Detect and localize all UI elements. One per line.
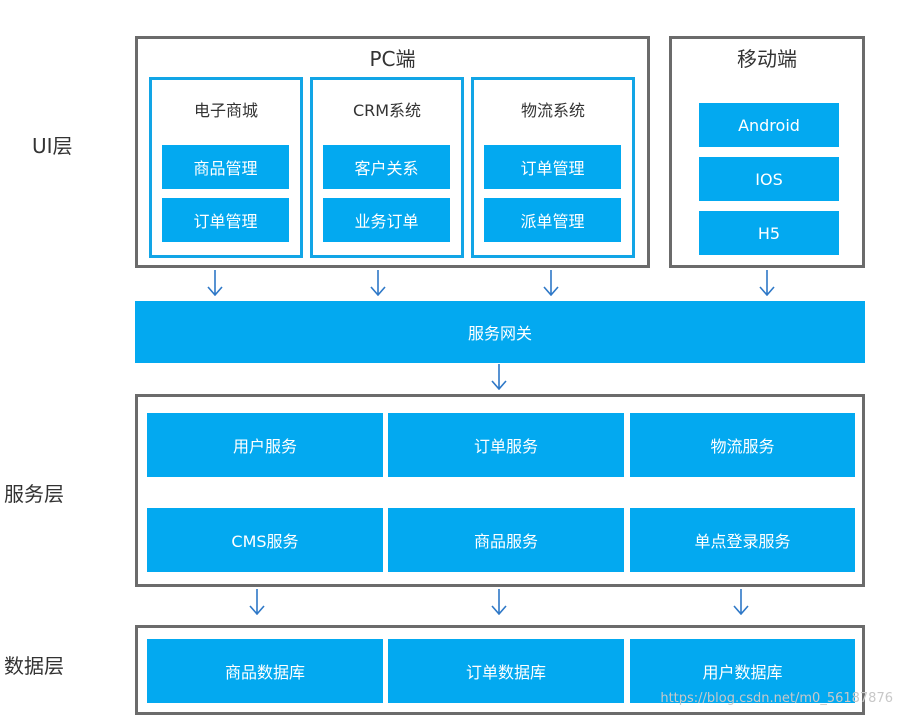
pc-group-logistics: 物流系统 订单管理 派单管理 <box>471 77 635 258</box>
box-ios: IOS <box>699 157 839 201</box>
gateway-box: 服务网关 <box>135 301 865 363</box>
box-h5: H5 <box>699 211 839 255</box>
box-order-management: 订单管理 <box>484 145 621 189</box>
box-logistics-service: 物流服务 <box>630 413 855 477</box>
box-user-db: 用户数据库 <box>630 639 855 703</box>
box-cms-service: CMS服务 <box>147 508 383 572</box>
mobile-title: 移动端 <box>737 47 797 71</box>
arrow-down-icon <box>491 589 507 615</box>
arrow-down-icon <box>249 589 265 615</box>
mobile-frame: 移动端 Android IOS H5 <box>669 36 865 268</box>
box-order-management: 订单管理 <box>162 198 289 242</box>
layer-label-ui: UI层 <box>32 134 73 158</box>
service-frame: 用户服务 订单服务 物流服务 CMS服务 商品服务 单点登录服务 <box>135 394 865 587</box>
data-frame: 商品数据库 订单数据库 用户数据库 <box>135 625 865 715</box>
box-android: Android <box>699 103 839 147</box>
group-title: CRM系统 <box>352 101 422 120</box>
arrow-down-icon <box>543 270 559 296</box>
box-product-db: 商品数据库 <box>147 639 383 703</box>
box-order-service: 订单服务 <box>388 413 624 477</box>
arrow-down-icon <box>733 589 749 615</box>
layer-label-service: 服务层 <box>4 482 64 506</box>
pc-frame: PC端 电子商城 商品管理 订单管理 CRM系统 客户关系 业务订单 物流系统 … <box>135 36 650 268</box>
group-title: 物流系统 <box>520 101 585 120</box>
layer-label-data: 数据层 <box>4 654 64 678</box>
box-product-management: 商品管理 <box>162 145 289 189</box>
arrow-down-icon <box>759 270 775 296</box>
box-dispatch-management: 派单管理 <box>484 198 621 242</box>
arrow-down-icon <box>491 364 507 390</box>
box-business-orders: 业务订单 <box>323 198 450 242</box>
group-title: 电子商城 <box>193 101 258 120</box>
box-user-service: 用户服务 <box>147 413 383 477</box>
arrow-down-icon <box>207 270 223 296</box>
pc-title: PC端 <box>369 47 416 71</box>
box-order-db: 订单数据库 <box>388 639 624 703</box>
box-product-service: 商品服务 <box>388 508 624 572</box>
pc-group-ecommerce: 电子商城 商品管理 订单管理 <box>149 77 303 258</box>
watermark-text: https://blog.csdn.net/m0_56187876 <box>660 691 893 706</box>
arrow-down-icon <box>370 270 386 296</box>
box-sso-service: 单点登录服务 <box>630 508 855 572</box>
pc-group-crm: CRM系统 客户关系 业务订单 <box>310 77 464 258</box>
box-customer-relations: 客户关系 <box>323 145 450 189</box>
